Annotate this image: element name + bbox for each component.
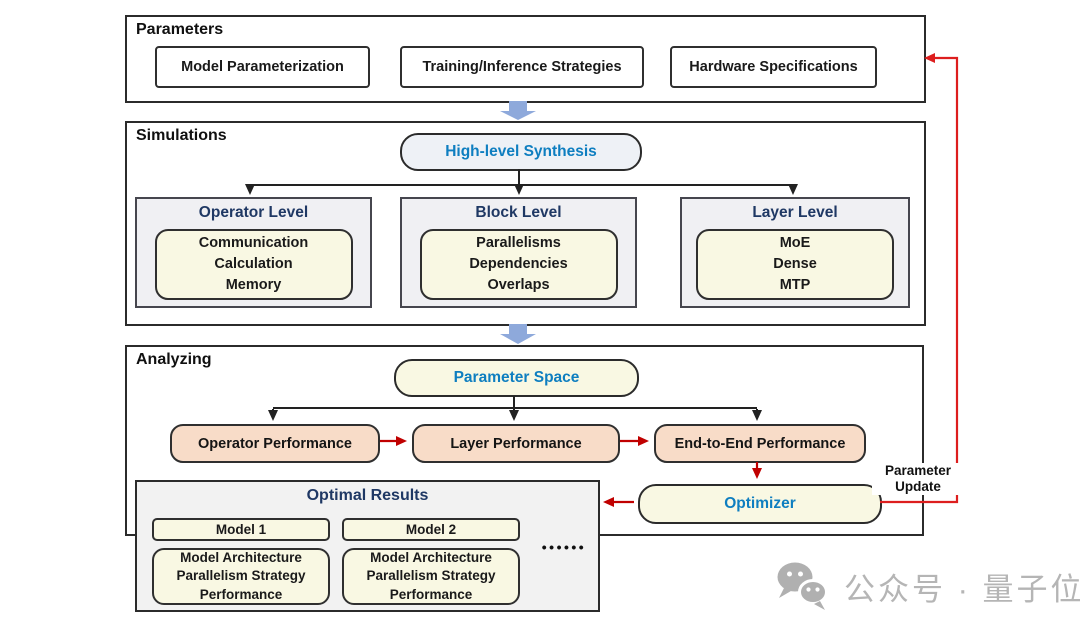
hardware-specifications-box: Hardware Specifications [670,46,877,88]
block-level-items: Parallelisms Dependencies Overlaps [419,229,618,300]
operator-level-title: Operator Level [198,204,309,221]
layer-level-items: MoE Dense MTP [696,229,894,300]
model-1-box: Model 1 [152,518,330,541]
flow-arrow-parameters-to-simulations-icon [500,101,536,120]
block-level-box: Block Level Parallelisms Dependencies Ov… [400,197,637,308]
optimal-results-title: Optimal Results [306,487,429,504]
simulations-section-label: Simulations [136,127,227,144]
parameters-section-label: Parameters [136,21,224,38]
model-2-box: Model 2 [342,518,520,541]
training-inference-strategies-box: Training/Inference Strategies [400,46,644,88]
operator-level-box: Operator Level Communication Calculation… [135,197,372,308]
parameters-section: Parameters Model Parameterization Traini… [125,15,926,103]
flow-arrow-simulations-to-analyzing-icon [500,324,536,344]
model-1-details-box: Model Architecture Parallelism Strategy … [152,548,330,605]
wechat-icon [777,562,828,610]
more-models-ellipsis: •••••• [541,539,587,555]
model-2-details-box: Model Architecture Parallelism Strategy … [342,548,520,605]
watermark: 公众号 · 量子位 [774,560,1080,612]
model-parameterization-box: Model Parameterization [155,46,370,88]
parameter-space-box: Parameter Space [394,359,639,397]
end-to-end-performance-box: End-to-End Performance [654,424,866,463]
simulations-section: Simulations High-level Synthesis Operato… [125,121,926,326]
operator-level-items: Communication Calculation Memory [154,229,353,300]
layer-level-title: Layer Level [752,204,838,221]
optimizer-box: Optimizer [638,484,882,524]
parameter-update-label: Parameter Update [872,463,964,496]
analyzing-section-label: Analyzing [136,351,212,368]
layer-performance-box: Layer Performance [412,424,620,463]
block-level-title: Block Level [475,204,562,221]
high-level-synthesis-box: High-level Synthesis [400,133,642,171]
operator-performance-box: Operator Performance [170,424,380,463]
watermark-text: 公众号 · 量子位 [844,571,1080,607]
optimal-results-box: Optimal Results Model 1 Model 2 Model Ar… [135,480,600,612]
layer-level-box: Layer Level MoE Dense MTP [680,197,910,308]
